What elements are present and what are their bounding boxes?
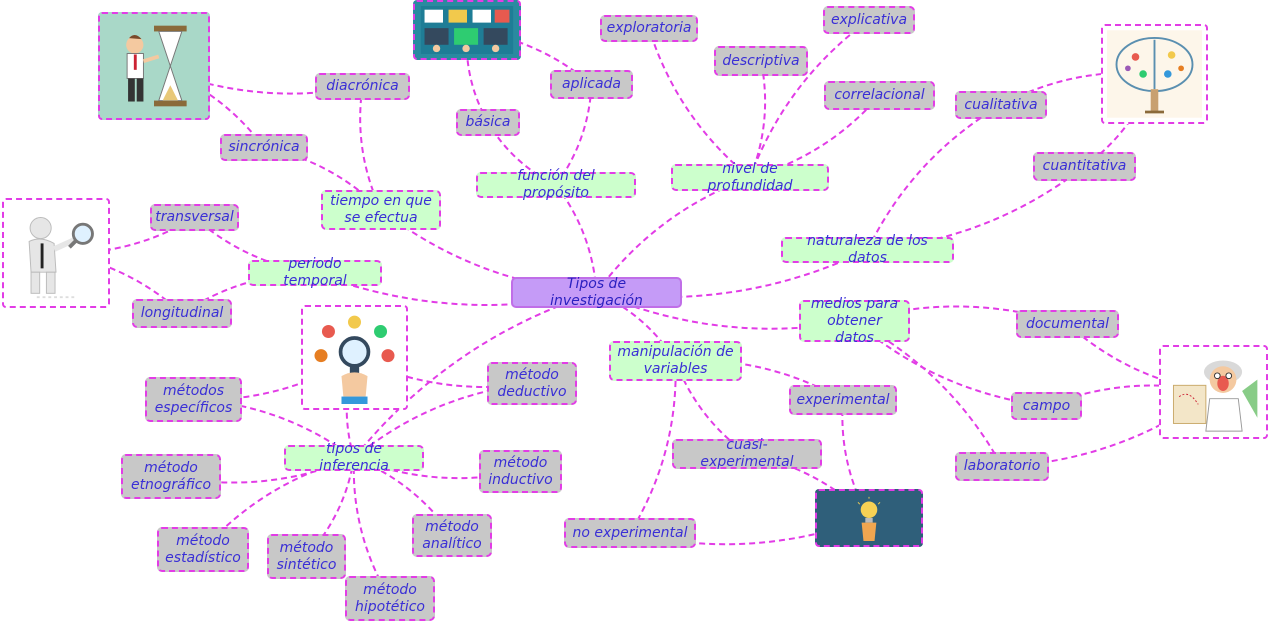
item-explicativa: explicativa [823,6,915,34]
item-laboratorio: laboratorio [955,452,1049,481]
item-longitudinal: longitudinal [132,299,232,328]
item-aplicada: aplicada [550,70,633,99]
connector-manipulacion-noexp [630,361,676,533]
connector-naturaleza-cualitativa [868,105,1002,250]
item-metodo-etnografico: método etnográfico [121,454,221,499]
scientist-map-icon [1159,345,1268,439]
item-no-experimental: no experimental [564,518,696,548]
brain-tree-icon [1101,24,1208,124]
root-node: Tipos de investigación [511,277,682,308]
category-medios: medios para obtener datos [799,300,910,342]
item-exploratoria: exploratoria [600,15,698,42]
category-inferencia: tipos de inferencia [284,445,424,471]
search-concepts-icon [301,305,408,410]
category-manipulacion: manipulación de variables [609,341,742,381]
item-metodo-hipotetico: método hipotético [345,576,435,621]
item-descriptiva: descriptiva [714,46,808,76]
category-periodo: periodo temporal [248,260,382,286]
person-magnifier-icon [2,198,110,308]
item-metodo-analitico: método analítico [412,514,492,557]
people-working-computers-icon [413,0,521,60]
lightbulb-hand-icon [815,489,923,547]
item-metodo-estadistico: método estadístico [157,527,249,572]
item-metodo-sintetico: método sintético [267,534,346,579]
item-basica: básica [456,109,520,136]
category-tiempo: tiempo en que se efectua [321,190,441,230]
item-experimental: experimental [789,385,897,415]
item-metodo-deductivo: método deductivo [487,362,577,405]
item-cuantitativa: cuantitativa [1033,152,1136,181]
category-funcion: función del propósito [476,172,636,198]
item-correlacional: correlacional [824,81,935,110]
item-documental: documental [1016,310,1119,338]
item-sincronica: sincrónica [220,134,308,161]
item-metodos-especificos: métodos específicos [145,377,242,422]
item-cualitativa: cualitativa [955,91,1047,119]
category-nivel: nivel de profundidad [671,164,829,191]
item-campo: campo [1011,392,1082,420]
item-transversal: transversal [150,204,239,231]
item-diacronica: diacrónica [315,73,410,100]
item-cuasi-experimental: cuasi-experimental [672,439,822,469]
item-metodo-inductivo: método inductivo [479,450,562,493]
businessman-hourglass-icon [98,12,210,120]
category-naturaleza: naturaleza de los datos [781,237,954,263]
